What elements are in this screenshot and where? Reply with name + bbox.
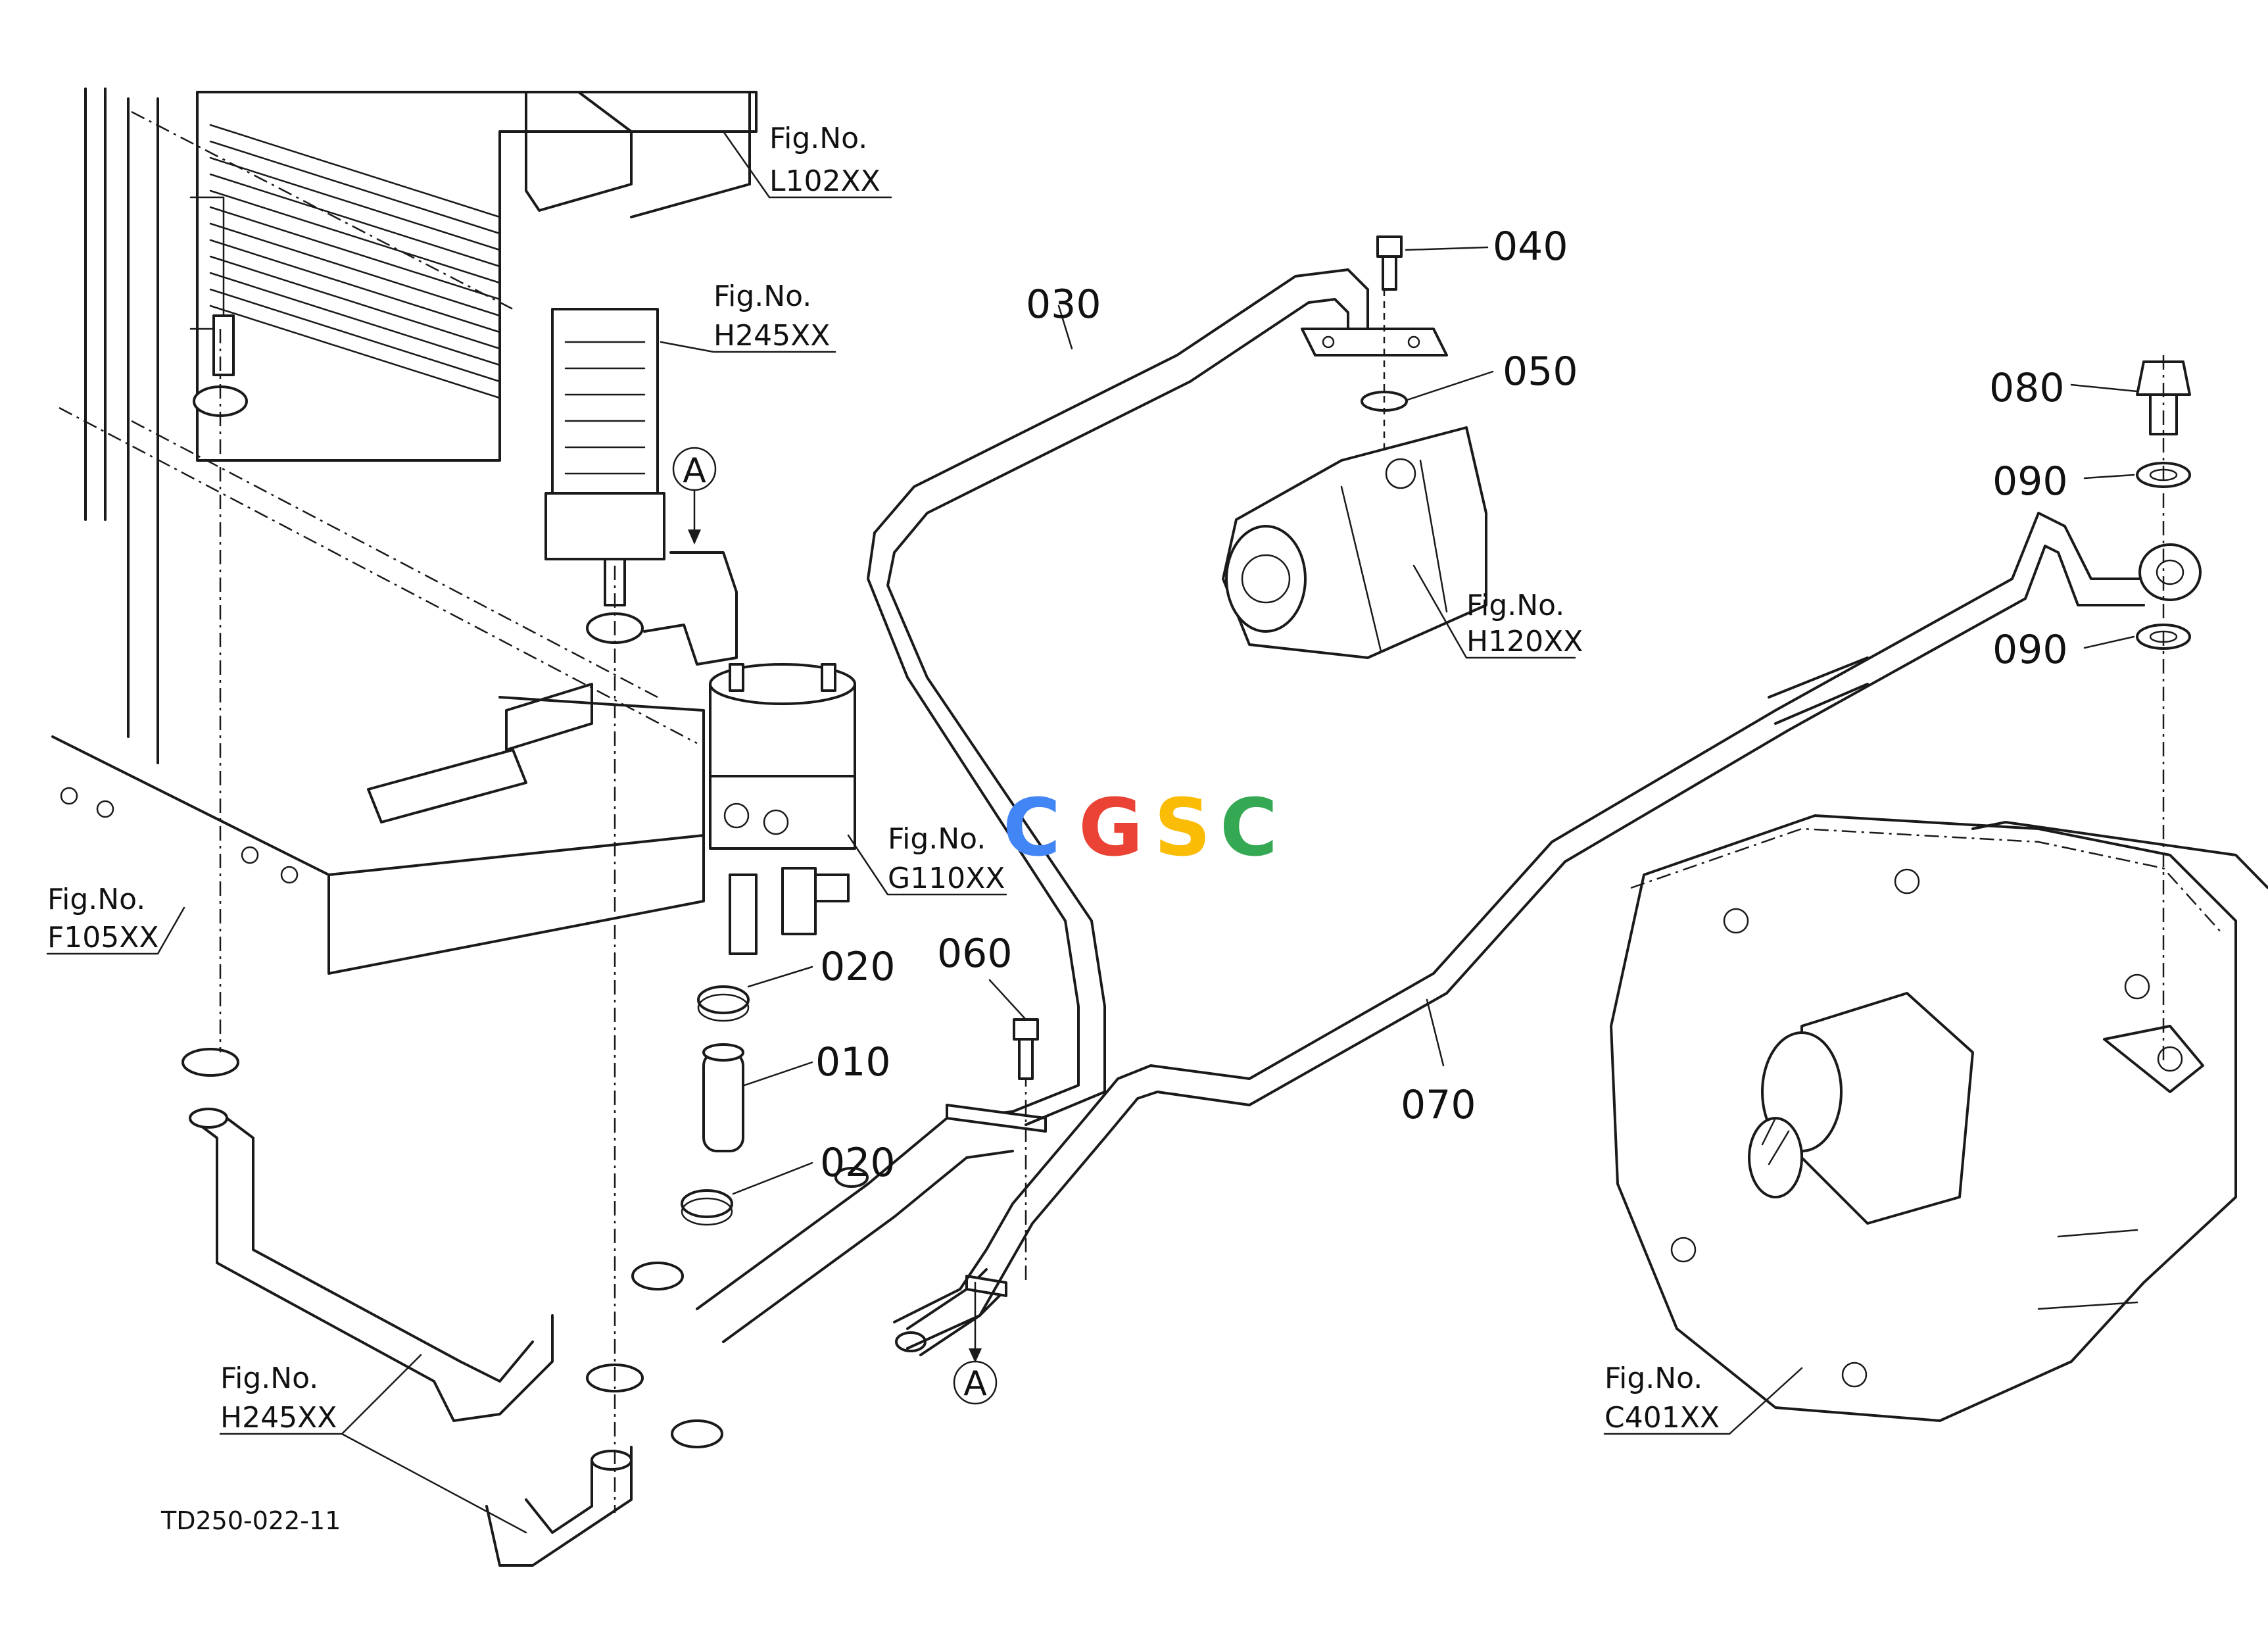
hose-010 [702, 1043, 744, 1152]
fig-ref-f105-heading: Fig.No. [47, 883, 145, 916]
fig-ref-h120-number: H120XX [1466, 625, 1583, 658]
part-label-030: 030 [1026, 282, 1101, 328]
fig-ref-h245-top-heading: Fig.No. [713, 280, 811, 313]
part-label-090-bottom: 090 [1992, 627, 2068, 673]
hose-clamp-020-top [697, 985, 750, 1022]
part-labels: 030 040 050 080 090 090 020 010 020 060 … [815, 224, 2068, 1186]
view-marker-a-top-label: A [683, 451, 706, 491]
fig-ref-g110: Fig.No. G110XX [888, 822, 1005, 895]
radiator-frame-assembly [51, 87, 758, 975]
part-label-020-top: 020 [820, 944, 896, 990]
leader-lines [46, 130, 2138, 1534]
fig-ref-h245-bottom-heading: Fig.No. [220, 1362, 318, 1395]
bolt-040 [1376, 235, 1403, 291]
view-marker-a-bottom: A [953, 1281, 998, 1405]
fig-ref-h245-top: Fig.No. H245XX [713, 280, 830, 353]
drawing-code: TD250-022-11 [160, 1506, 341, 1535]
watermark-letter-3: S [1154, 783, 1211, 874]
view-marker-a-bottom-label: A [963, 1364, 987, 1404]
bolt-060 [1013, 1018, 1039, 1080]
fig-ref-h120: Fig.No. H120XX [1466, 589, 1583, 658]
watermark-letter-2: G [1078, 783, 1144, 874]
part-label-070: 070 [1401, 1082, 1476, 1128]
o-ring-050 [1361, 289, 1408, 460]
pipe-070 [893, 512, 2145, 1350]
fig-ref-l102: Fig.No. L102XX [769, 122, 881, 198]
fig-ref-h120-heading: Fig.No. [1466, 589, 1564, 622]
fig-ref-f105: Fig.No. F105XX [47, 883, 159, 954]
hose-clamp-020-bottom [681, 1189, 733, 1226]
pipe-030 [867, 268, 1369, 1126]
radiator-fins [189, 124, 501, 399]
fig-ref-h245-bottom-number: H245XX [220, 1401, 337, 1435]
banjo-fitting [2138, 543, 2202, 601]
part-label-040: 040 [1493, 224, 1568, 270]
view-marker-a-top: A [672, 447, 717, 545]
part-label-090-top: 090 [1992, 458, 2068, 504]
hydraulic-pump [1222, 426, 1487, 659]
fig-ref-g110-number: G110XX [888, 862, 1005, 895]
filter-assembly [709, 663, 856, 955]
part-label-080: 080 [1989, 365, 2065, 411]
fig-ref-l102-number: L102XX [769, 164, 881, 198]
part-label-050: 050 [1503, 349, 1578, 395]
watermark-letter-1: C [1003, 783, 1061, 874]
part-label-020-bottom: 020 [820, 1140, 896, 1186]
cgsc-watermark: C G S C [1003, 783, 1278, 874]
figure-reference-labels: Fig.No. L102XX Fig.No. H245XX Fig.No. H1… [47, 122, 1720, 1435]
part-label-060: 060 [937, 931, 1013, 977]
fig-ref-l102-heading: Fig.No. [769, 122, 867, 155]
fig-ref-c401: Fig.No. C401XX [1604, 1362, 1720, 1435]
oil-cooler [544, 308, 665, 560]
fig-ref-c401-number: C401XX [1604, 1401, 1720, 1435]
part-label-010: 010 [815, 1039, 891, 1085]
watermark-letter-4: C [1220, 783, 1278, 874]
lower-hoses [181, 329, 723, 1567]
fig-ref-g110-heading: Fig.No. [888, 822, 986, 856]
flange-plate [1301, 328, 1448, 356]
fig-ref-f105-number: F105XX [47, 921, 159, 954]
transmission-housing [1610, 814, 2268, 1422]
fig-ref-h245-top-number: H245XX [713, 319, 830, 353]
return-pipe [696, 1072, 1047, 1356]
fig-ref-h245-bottom: Fig.No. H245XX [220, 1362, 337, 1435]
fig-ref-c401-heading: Fig.No. [1604, 1362, 1702, 1395]
